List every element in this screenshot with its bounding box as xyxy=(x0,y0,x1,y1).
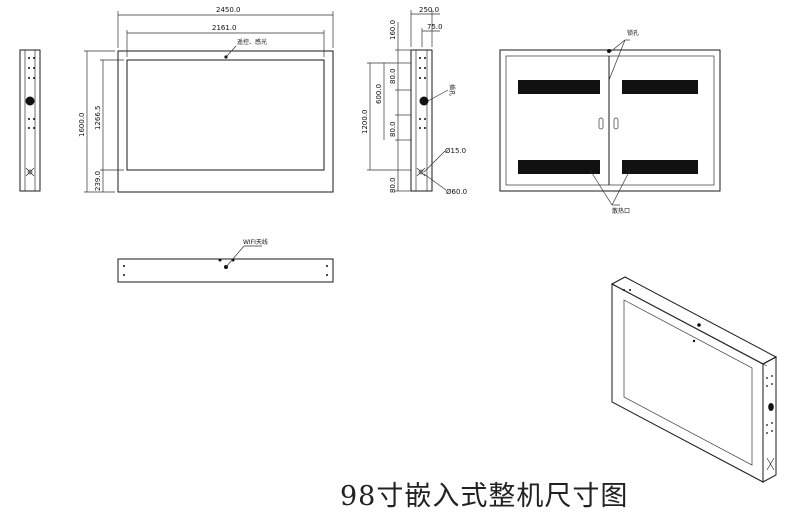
dim-gap-80-b: 80.0 xyxy=(389,121,397,137)
dim-screen-height: 1266.5 xyxy=(94,106,102,131)
vent-top-right xyxy=(622,80,698,94)
side-view: 插孔 Ø15.0 Ø60.0 xyxy=(410,49,467,196)
side-dimensions: 250.0 75.0 160.0 80.0 600.0 1200.0 80.0 … xyxy=(361,6,443,193)
dim-total-1200: 1200.0 xyxy=(361,110,369,135)
wifi-note: WIFI天线 xyxy=(243,238,268,246)
dim-top-160: 160.0 xyxy=(389,20,397,40)
dim-offset-75: 75.0 xyxy=(427,23,443,31)
vent-bottom-left xyxy=(518,160,600,174)
vent-top-left xyxy=(518,80,600,94)
dim-bottom-80: 80.0 xyxy=(389,177,397,193)
dim-gap-80-a: 80.0 xyxy=(389,68,397,84)
dim-depth: 250.0 xyxy=(419,6,439,14)
rear-view: 锁孔 散热口 xyxy=(499,29,721,215)
dim-hole-large: Ø60.0 xyxy=(446,188,467,196)
left-side-view xyxy=(19,49,41,192)
dim-bottom-margin: 239.0 xyxy=(94,171,102,191)
vent-note: 散热口 xyxy=(612,207,630,215)
dim-mid-600: 600.0 xyxy=(375,84,383,104)
dim-screen-width: 2161.0 xyxy=(212,24,237,32)
dim-total-height: 1600.0 xyxy=(78,113,86,138)
front-view: 遥控、感光 xyxy=(117,38,334,193)
lock-note: 锁孔 xyxy=(627,29,639,37)
vent-bottom-right xyxy=(622,160,698,174)
front-dimensions: 2450.0 2161.0 1600.0 1266.5 239.0 xyxy=(78,6,334,193)
hole-note: 插孔 xyxy=(448,84,456,96)
drawing-caption: 98寸嵌入式整机尺寸图 xyxy=(340,481,629,512)
top-view: WIFI天线 xyxy=(117,238,334,283)
isometric-view xyxy=(610,276,778,483)
dim-total-width: 2450.0 xyxy=(216,6,241,14)
dim-hole-small: Ø15.0 xyxy=(445,147,466,155)
sensor-note: 遥控、感光 xyxy=(237,38,267,46)
